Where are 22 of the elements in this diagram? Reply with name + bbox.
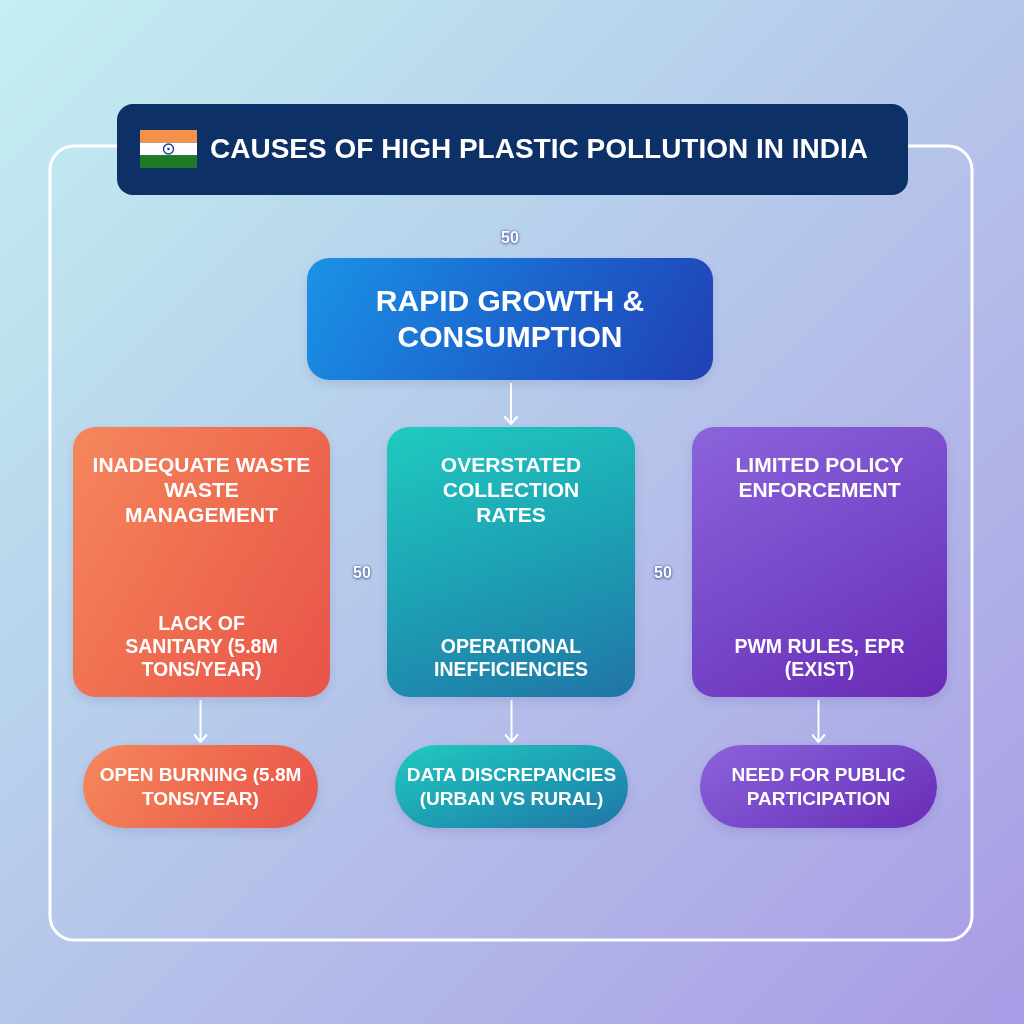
box-detail: LACK OF SANITARY (5.8M TONS/YEAR) xyxy=(124,612,279,681)
arrow xyxy=(504,382,518,425)
arrow xyxy=(193,699,208,743)
arrow xyxy=(504,699,519,743)
title-text: CAUSES OF HIGH PLASTIC POLLUTION IN INDIA xyxy=(210,132,868,166)
pill-text: NEED FOR PUBLIC PARTICIPATION xyxy=(730,763,907,810)
box-heading: LIMITED POLICY ENFORCEMENT xyxy=(734,453,905,503)
pill-text: OPEN BURNING (5.8M TONS/YEAR) xyxy=(98,763,303,810)
number-label: 50 xyxy=(353,564,371,582)
cause-box xyxy=(73,427,330,697)
pill-text: DATA DISCREPANCIES (URBAN VS RURAL) xyxy=(405,763,618,810)
box-detail: OPERATIONAL INEFFICIENCIES xyxy=(433,635,589,681)
process-box xyxy=(307,258,713,380)
arrow xyxy=(811,699,826,743)
box-detail: PWM RULES, EPR (EXIST) xyxy=(733,635,906,681)
box-heading: OVERSTATED COLLECTION RATES xyxy=(439,453,583,528)
cause-box xyxy=(692,427,947,697)
cause-box xyxy=(387,427,635,697)
box-heading: INADEQUATE WASTE WASTE MANAGEMENT xyxy=(91,453,312,528)
box-heading: RAPID GROWTH & CONSUMPTION xyxy=(374,283,646,355)
number-label: 50 xyxy=(654,564,672,582)
number-label: 50 xyxy=(501,229,519,247)
